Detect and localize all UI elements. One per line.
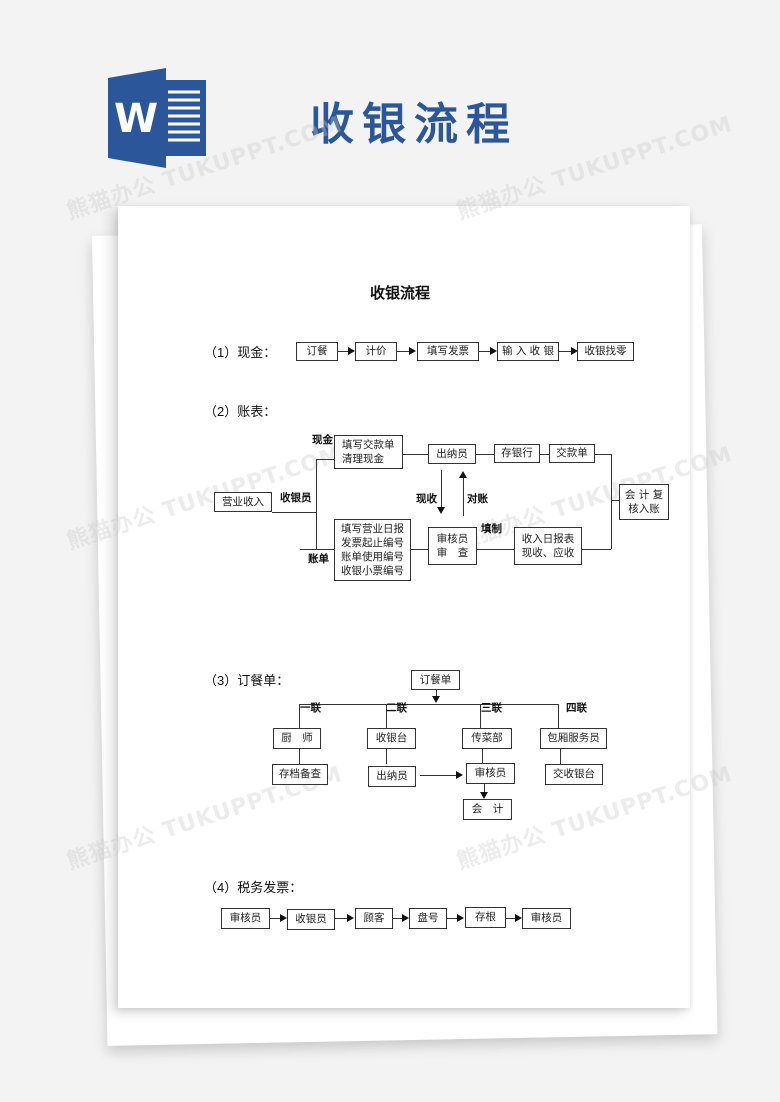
document-page — [118, 206, 690, 1008]
arrow-up-icon — [459, 471, 467, 478]
room-waiter-box: 包厢服务员 — [540, 728, 607, 749]
arrow-right-icon — [571, 347, 578, 355]
copy-label: 四联 — [566, 702, 587, 714]
arrow-right-icon — [490, 347, 497, 355]
arrow-right-icon — [348, 347, 355, 355]
section-3-label: （3）订餐单： — [204, 673, 290, 688]
copy-label: 一联 — [300, 702, 321, 714]
cash-receipt-label: 现收 — [416, 493, 437, 505]
hand-over-box: 交收银台 — [545, 764, 603, 785]
flow-step-box: 存根 — [465, 907, 506, 928]
flow-step-box: 顾客 — [355, 908, 393, 929]
flow-step-box: 输 入 收 银 — [497, 342, 559, 361]
order-form-box: 订餐单 — [411, 670, 460, 690]
section-4-label: （4）税务发票： — [204, 880, 303, 895]
daily-report-fill-box: 填写营业日报 发票起止编号 账单使用编号 收银小票编号 — [334, 519, 411, 581]
arrow-right-icon — [280, 914, 287, 922]
cashier-box: 出纳员 — [368, 766, 416, 787]
flow-step-box: 订餐 — [296, 342, 338, 361]
svg-text:W: W — [114, 96, 158, 142]
arrow-right-icon — [515, 914, 522, 922]
word-icon: W — [108, 68, 206, 168]
flow-step-box: 审核员 — [522, 908, 571, 929]
reconcile-label: 对账 — [467, 493, 488, 505]
auditor-box: 审核员 — [466, 763, 515, 784]
arrow-down-icon — [432, 696, 440, 703]
cashier-desk-box: 收银台 — [367, 728, 416, 749]
flow-step-box: 审核员 — [221, 908, 270, 929]
payslip-box: 交款单 — [549, 444, 595, 463]
income-daily-report-box: 收入日报表 现收、应收 — [514, 527, 582, 565]
flow-step-box: 收银员 — [287, 909, 335, 930]
arrow-right-icon — [347, 914, 354, 922]
cashier-box: 出纳员 — [428, 444, 476, 464]
revenue-box: 营业收入 — [214, 492, 272, 512]
arrow-right-icon — [402, 914, 409, 922]
document-title: 收银流程 — [370, 284, 431, 302]
auditor-review-box: 审核员 审 查 — [428, 527, 477, 565]
arrow-right-icon — [409, 347, 416, 355]
cashier-role-label: 收银员 — [280, 492, 312, 504]
flow-step-box: 填写发票 — [417, 342, 479, 361]
copy-label: 三联 — [481, 702, 502, 714]
archive-box: 存档备查 — [272, 764, 328, 785]
banner-title: 收银流程 — [310, 99, 518, 150]
accountant-box: 会 计 — [463, 799, 512, 820]
bill-branch-label: 账单 — [308, 553, 329, 565]
bank-box: 存银行 — [494, 444, 540, 463]
copy-label: 二联 — [386, 702, 407, 714]
cash-branch-label: 现金 — [312, 434, 333, 446]
serving-dept-box: 传菜部 — [462, 728, 512, 749]
arrow-down-icon — [437, 507, 445, 514]
accountant-review-box: 会 计 复 核入账 — [619, 484, 669, 520]
section-2-label: （2）账表： — [204, 404, 277, 419]
fill-label: 填制 — [481, 523, 502, 535]
fill-payslip-box: 填写交款单 清理现金 — [334, 435, 403, 469]
flow-step-box: 盘号 — [409, 908, 447, 929]
flow-step-box: 收银找零 — [577, 342, 634, 361]
chef-box: 厨 师 — [273, 728, 321, 749]
arrow-right-icon — [457, 914, 464, 922]
flow-step-box: 计价 — [355, 342, 397, 361]
arrow-right-icon — [456, 771, 463, 779]
section-1-label: （1）现金： — [204, 345, 277, 360]
arrow-down-icon — [480, 792, 488, 799]
